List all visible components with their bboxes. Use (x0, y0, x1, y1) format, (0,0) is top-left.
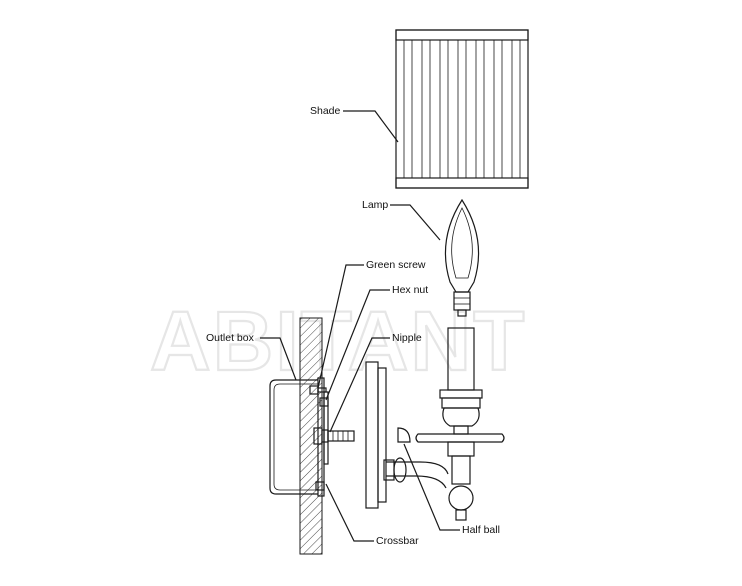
shade (395, 29, 529, 189)
backplate (365, 361, 387, 509)
callout-green-screw: Green screw (366, 259, 426, 271)
callout-lamp: Lamp (362, 199, 388, 211)
green-screw (309, 385, 327, 395)
lamp-bulb (444, 198, 480, 317)
callout-hex-nut: Hex nut (392, 284, 428, 296)
fixture-arm (383, 457, 449, 489)
half-ball (397, 427, 411, 443)
callout-outlet-box: Outlet box (206, 332, 255, 344)
callout-shade: Shade (310, 105, 341, 117)
candle-holder (415, 327, 505, 521)
crossbar (315, 391, 329, 491)
callout-nipple: Nipple (392, 332, 422, 344)
nipple (313, 427, 355, 445)
leader-lines (260, 110, 460, 542)
callout-half-ball: Half ball (462, 524, 500, 536)
wall-section (299, 317, 323, 555)
callout-crossbar: Crossbar (376, 535, 419, 547)
